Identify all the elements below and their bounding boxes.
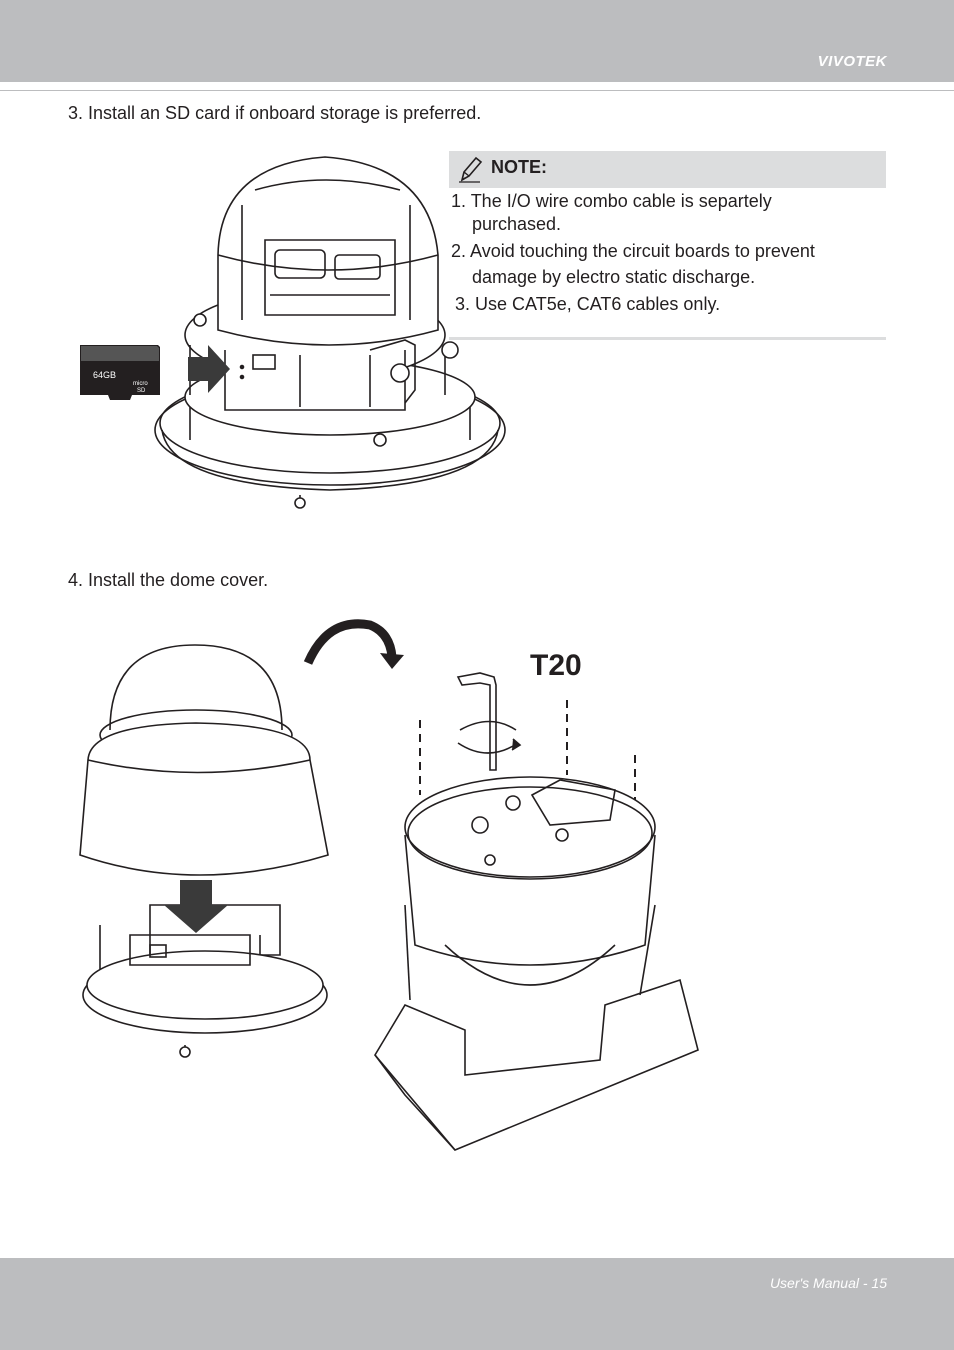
step-3-text: 3. Install an SD card if onboard storage… <box>68 103 482 123</box>
brand-name: VIVOTEK <box>817 53 887 70</box>
page-footer <box>0 1258 954 1350</box>
note-item-1: 1. The I/O wire combo cable is separtely… <box>451 190 772 236</box>
torx-key-icon <box>456 672 522 771</box>
note-item-2: 2. Avoid touching the circuit boards to … <box>451 238 815 290</box>
header-divider <box>0 90 954 91</box>
note-item-2-line1: 2. Avoid touching the circuit boards to … <box>451 241 815 261</box>
sd-card-capacity: 64GB <box>93 370 116 380</box>
note-bottom-rule <box>449 337 886 340</box>
insert-arrow-icon <box>188 345 230 393</box>
rotate-arrow-icon <box>303 619 397 665</box>
page-number: User's Manual - 15 <box>769 1275 887 1291</box>
note-item-1-line1: 1. The I/O wire combo cable is separtely <box>451 191 772 211</box>
note-title: NOTE: <box>491 157 547 177</box>
down-arrow-icon <box>164 880 228 933</box>
note-header: NOTE: <box>449 151 886 188</box>
step-4-text: 4. Install the dome cover. <box>68 570 269 590</box>
dome-cover-illustration: T20 <box>79 619 699 1151</box>
svg-text:SD: SD <box>137 388 146 394</box>
svg-text:micro: micro <box>133 381 148 387</box>
note-item-1-line2: purchased. <box>472 214 562 234</box>
page-header <box>0 0 954 82</box>
pencil-icon <box>456 154 484 189</box>
note-item-2-line2: damage by electro static discharge. <box>472 267 756 287</box>
camera-sd-card-illustration: 64GB micro SD <box>80 156 506 509</box>
sd-card-icon: 64GB micro SD <box>80 345 160 400</box>
note-item-3-line1: 3. Use CAT5e, CAT6 cables only. <box>455 294 721 314</box>
note-item-3: 3. Use CAT5e, CAT6 cables only. <box>455 293 720 316</box>
tool-label: T20 <box>530 649 582 682</box>
note-box: NOTE: <box>449 151 886 188</box>
